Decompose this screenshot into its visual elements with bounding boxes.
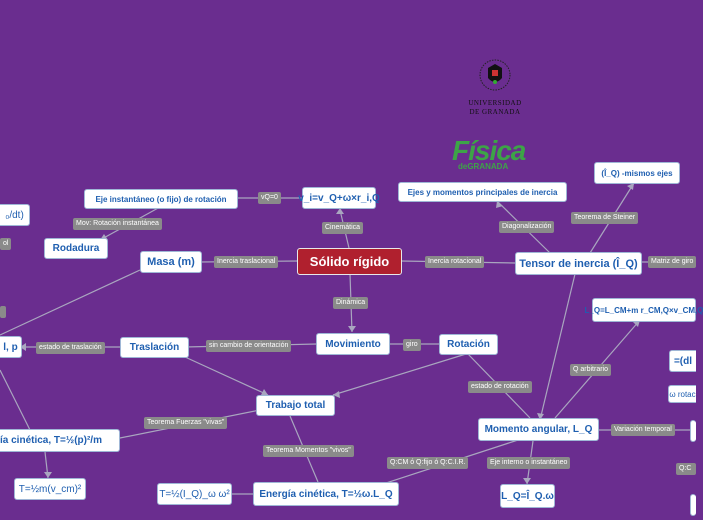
label-mov-rotacion: Mov: Rotación instantánea bbox=[73, 218, 162, 230]
node-energia-traslacion[interactable]: ía cinética, T=½(p)²/m bbox=[0, 429, 120, 452]
node-derivada-partial[interactable]: ₀/dt) bbox=[0, 204, 30, 226]
university-logo: UNIVERSIDAD DE GRANADA bbox=[458, 56, 532, 117]
fisica-logo: Física bbox=[452, 135, 526, 166]
node-mismos-ejes[interactable]: (Î_Q) -mismos ejes bbox=[594, 162, 680, 184]
label-dinamica: Dinámica bbox=[333, 297, 369, 309]
label-inercia-rotacional: Inercia rotacional bbox=[425, 256, 485, 268]
node-masa[interactable]: Masa (m) bbox=[140, 251, 202, 273]
label-estado-traslacion: estado de traslación bbox=[36, 342, 105, 354]
node-movimiento[interactable]: Movimiento bbox=[316, 333, 390, 355]
label-eje-interno: Eje interno o instantáneo bbox=[487, 457, 571, 469]
label-qc-partial: Q:C bbox=[676, 463, 696, 475]
label-cinematica: Cinemática bbox=[322, 222, 364, 234]
label-qcm: Q:CM ó Q:fijo ó Q:C.I.R. bbox=[387, 457, 469, 469]
node-momento-lineal[interactable]: l, p bbox=[0, 336, 22, 358]
node-trabajo-total[interactable]: Trabajo total bbox=[256, 395, 335, 416]
node-dl-partial[interactable]: =(dl bbox=[669, 350, 696, 372]
node-ejes-principales[interactable]: Ejes y momentos principales de inercia bbox=[398, 182, 567, 202]
node-velocidad[interactable]: v_i=v_Q+ω×r_i,Q bbox=[298, 187, 380, 209]
label-q-arbitrario: Q arbitrario bbox=[570, 364, 612, 376]
node-tensor-inercia[interactable]: Tensor de inercia (Î_Q) bbox=[515, 252, 642, 275]
node-eje-instantaneo[interactable]: Eje instantáneo (o fijo) de rotación bbox=[84, 189, 238, 209]
university-name-line1: UNIVERSIDAD bbox=[468, 99, 522, 107]
node-t-vcm[interactable]: T=½m(v_cm)² bbox=[14, 478, 86, 500]
label-vq0: vQ=0 bbox=[258, 192, 281, 204]
node-rodadura[interactable]: Rodadura bbox=[44, 238, 108, 259]
root-node-solido-rigido[interactable]: Sólido rígido bbox=[297, 248, 402, 275]
label-sin-cambio: sin cambio de orientación bbox=[206, 340, 292, 352]
label-teorema-fuerzas: Teorema Fuerzas "vivas" bbox=[144, 417, 228, 429]
label-inercia-traslacional: Inercia traslacional bbox=[214, 256, 279, 268]
label-left-partial-2 bbox=[0, 306, 6, 318]
node-right-edge-partial[interactable] bbox=[690, 420, 696, 442]
fisica-logo-sub: deGRANADA bbox=[458, 162, 509, 171]
node-traslacion[interactable]: Traslación bbox=[120, 337, 189, 358]
label-teorema-momentos: Teorema Momentos "vivos" bbox=[263, 445, 354, 457]
label-giro: giro bbox=[403, 339, 421, 351]
node-lq-arbitrario[interactable]: L_Q=L_CM+m r_CM,Q×v_CM,Q bbox=[585, 298, 703, 322]
label-teorema-steiner: Teorema de Steiner bbox=[571, 212, 639, 224]
node-energia-rotacion[interactable]: Energía cinética, T=½ω.L_Q bbox=[253, 482, 399, 506]
node-t-rotacion[interactable]: T=½(I_Q)_ω ω² bbox=[157, 483, 232, 505]
crest-icon bbox=[479, 59, 511, 91]
label-left-partial: ol bbox=[0, 238, 11, 250]
label-matriz: Matriz de giro bbox=[648, 256, 696, 268]
node-right-edge-partial-2[interactable] bbox=[690, 494, 696, 516]
label-estado-rotacion: estado de rotación bbox=[468, 381, 532, 393]
node-lq-iw[interactable]: L_Q=Î_Q.ω bbox=[500, 484, 555, 508]
node-rotacion[interactable]: Rotación bbox=[439, 334, 498, 355]
node-momento-angular[interactable]: Momento angular, L_Q bbox=[478, 418, 599, 441]
label-diagonalizacion: Diagonalización bbox=[499, 221, 555, 233]
label-variacion-temporal: Variación temporal bbox=[611, 424, 675, 436]
university-name-line2: DE GRANADA bbox=[469, 108, 521, 116]
node-rotac-partial[interactable]: ω rotac bbox=[668, 385, 696, 403]
